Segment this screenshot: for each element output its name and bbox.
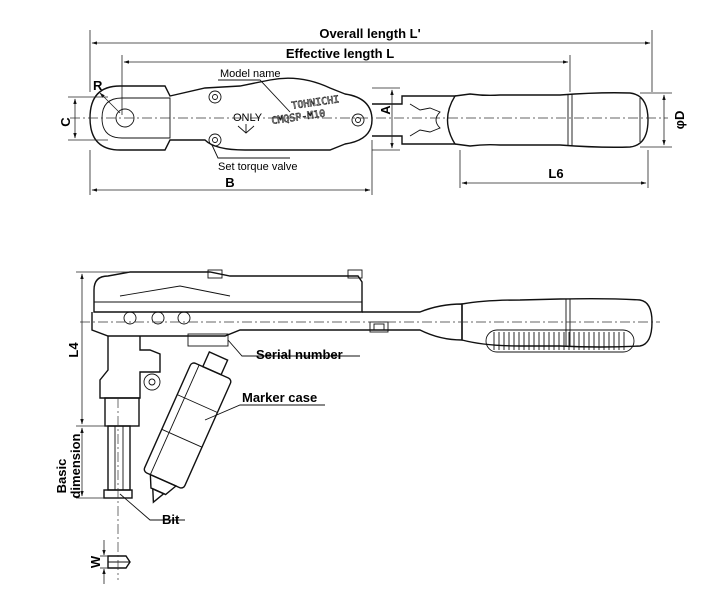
effective-length-label: Effective length L bbox=[286, 46, 394, 61]
dimension-label: dimension bbox=[68, 433, 83, 498]
grip-side bbox=[461, 297, 653, 353]
side-view: L4 Basic dimension W Serial number Marke… bbox=[54, 269, 660, 584]
b-label: B bbox=[225, 175, 234, 190]
overall-length-dimension: Overall length L' bbox=[89, 26, 653, 92]
top-view: Overall length L' Effective length L ONL… bbox=[58, 26, 687, 195]
basic-label: Basic bbox=[54, 459, 69, 494]
grip-ridges bbox=[493, 332, 625, 350]
b-dimension: B bbox=[89, 140, 373, 195]
wrench-body-side bbox=[91, 269, 463, 347]
wrench-head-top: ONLY TOHNICHI CMQSP-M10 bbox=[89, 77, 373, 151]
model-name-callout: Model name bbox=[218, 68, 291, 113]
w-dimension: W bbox=[88, 540, 108, 584]
l6-dimension: L6 bbox=[459, 150, 649, 188]
phi-d-dimension: φD bbox=[640, 92, 687, 148]
marker-case bbox=[143, 351, 232, 504]
l4-dimension: L4 bbox=[66, 271, 130, 427]
model-name-label: Model name bbox=[220, 68, 281, 80]
c-dimension: C bbox=[58, 96, 108, 141]
bit-holder bbox=[99, 336, 161, 499]
overall-length-label: Overall length L' bbox=[319, 26, 420, 41]
w-label: W bbox=[88, 555, 103, 568]
r-label: R bbox=[93, 78, 103, 93]
bit-callout: Bit bbox=[119, 493, 185, 527]
set-torque-valve-callout: Set torque valve bbox=[211, 144, 298, 173]
serial-number-callout: Serial number bbox=[227, 339, 360, 362]
wrench-shaft-top bbox=[372, 92, 649, 148]
marker-case-callout: Marker case bbox=[204, 390, 325, 421]
r-dimension: R bbox=[93, 78, 121, 114]
effective-length-dimension: Effective length L bbox=[121, 46, 571, 115]
c-label: C bbox=[58, 117, 73, 127]
a-label: A bbox=[378, 105, 393, 115]
only-marking: ONLY bbox=[233, 112, 263, 124]
basic-dimension: Basic dimension bbox=[54, 427, 104, 499]
serial-number-label: Serial number bbox=[256, 347, 343, 362]
l4-label: L4 bbox=[66, 342, 81, 358]
marker-case-label: Marker case bbox=[242, 390, 317, 405]
a-dimension: A bbox=[372, 87, 400, 151]
bit-label: Bit bbox=[162, 512, 180, 527]
l6-label: L6 bbox=[548, 166, 563, 181]
phi-d-label: φD bbox=[672, 111, 687, 130]
set-torque-valve-label: Set torque valve bbox=[218, 161, 298, 173]
bit-hex bbox=[107, 555, 131, 569]
